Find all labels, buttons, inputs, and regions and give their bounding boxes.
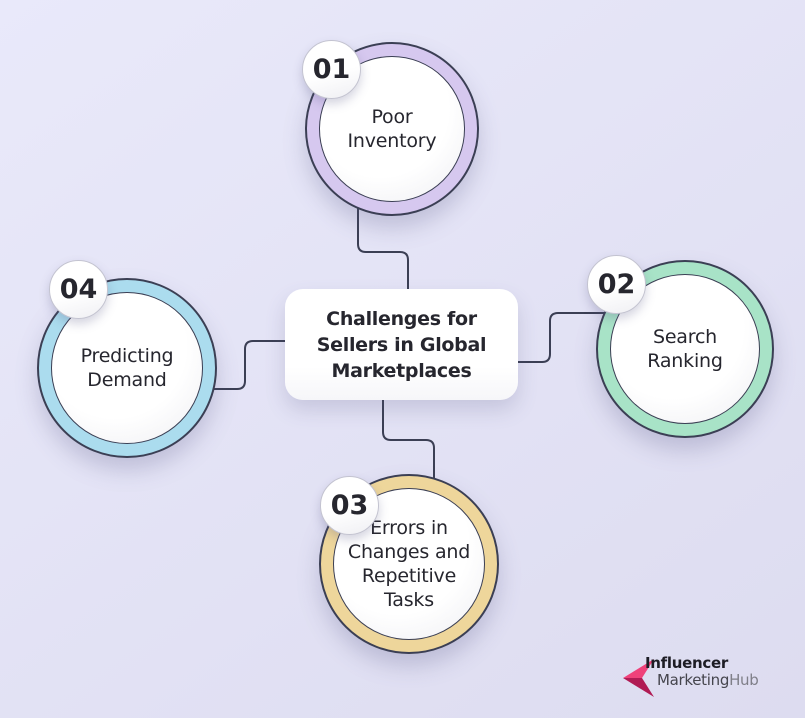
left-arrow-ribbon-icon <box>623 659 654 697</box>
node-03-label-line: Repetitive <box>361 565 457 587</box>
logo-line2-hub: Hub <box>729 671 759 689</box>
logo-line2: MarketingHub <box>657 671 759 689</box>
node-02-number-badge: 02 <box>587 255 646 314</box>
center-title-card: Challenges for Sellers in Global Marketp… <box>285 289 518 400</box>
node-03-label: Errors in Changes and Repetitive Tasks <box>348 516 470 612</box>
node-04-label-line: Predicting <box>80 345 174 367</box>
connector-left <box>207 340 286 390</box>
logo-line2-marketing: Marketing <box>657 671 730 689</box>
node-04-label-line: Demand <box>87 369 167 391</box>
node-04-label: Predicting Demand <box>81 344 174 392</box>
page-title: Challenges for Sellers in Global Marketp… <box>316 306 487 384</box>
center-title-line: Challenges for <box>326 307 477 330</box>
center-title-line: Marketplaces <box>331 359 472 382</box>
node-01-label: Poor Inventory <box>348 105 437 153</box>
connector-top <box>357 207 409 290</box>
logo-line1: Influencer <box>645 654 728 672</box>
connector-bottom <box>382 399 435 481</box>
challenge-node-01: Poor Inventory <box>305 42 479 216</box>
node-01-label-line: Poor <box>371 106 413 128</box>
node-02-label: Search Ranking <box>647 325 723 373</box>
influencer-marketinghub-logo: Influencer MarketingHub <box>620 652 785 704</box>
node-01-number-badge: 01 <box>302 40 361 99</box>
node-03-label-line: Tasks <box>384 589 434 611</box>
node-03-number-badge: 03 <box>320 476 379 535</box>
center-title-line: Sellers in Global <box>316 333 487 356</box>
node-04-number-badge: 04 <box>49 260 108 319</box>
node-02-label-line: Ranking <box>647 350 723 372</box>
node-03-label-line: Errors in <box>370 517 448 539</box>
connector-right <box>517 312 605 363</box>
node-03-label-line: Changes and <box>347 541 471 563</box>
node-02-label-line: Search <box>652 326 718 348</box>
node-01-label-line: Inventory <box>347 130 437 152</box>
